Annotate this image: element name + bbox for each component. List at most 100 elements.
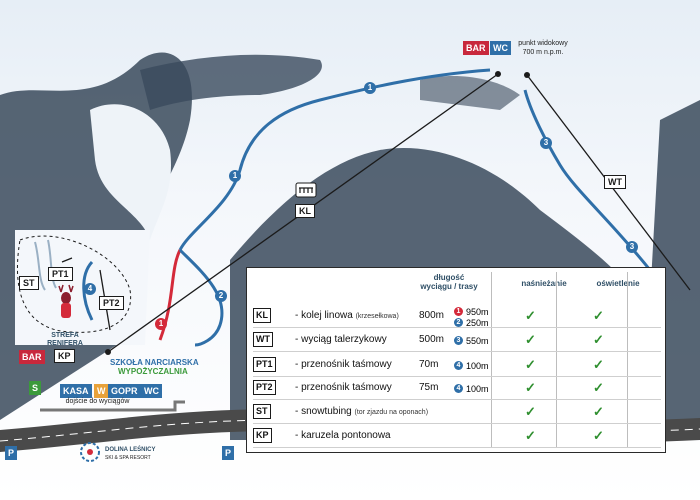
top-wc-badge: WC [490,41,511,55]
kl-code: KL [295,204,315,218]
legend-table: długość wyciągu / trasy naśnieżanie oświ… [246,267,666,453]
deer-icon [58,284,74,318]
w-badge: W [94,384,109,398]
altitude-label: 700 m n.p.m. [522,49,564,56]
resort-logo-icon [80,442,100,462]
zone-label: RENIFERA [47,340,83,347]
forest-top [140,54,322,110]
rental-label: WYPOŻYCZALNIA [118,367,188,376]
lift-name: - przenośnik taśmowy [295,382,392,393]
legend-row-kp: KP - karuzela pontonowa ✓ ✓ [253,426,661,448]
lighting-check-icon: ✓ [593,357,604,372]
lift-name: - karuzela pontonowa [295,430,391,441]
snowmaking-check-icon: ✓ [525,380,536,395]
lift-code: PT2 [253,380,276,395]
zone-boundary [16,235,132,333]
st-code: ST [19,276,39,290]
snowmaking-check-icon: ✓ [525,404,536,419]
viewpoint-label: punkt widokowy [518,40,568,47]
wt-code: WT [604,175,626,189]
lift-code: WT [253,332,273,347]
lift-length: 800m [419,310,445,321]
kp-code: KP [54,349,75,363]
snow-clearing [90,104,171,240]
lighting-check-icon: ✓ [593,332,604,347]
pt1-line [61,257,73,263]
snowmaking-check-icon: ✓ [525,428,536,443]
pt1-code: PT1 [48,267,73,281]
trail-marker-3: 3 [540,137,552,149]
ski-school-label: SZKOŁA NARCIARSKA [110,358,199,367]
trail-1 [178,68,491,251]
legend-row-st: ST - snowtubing (tor zjazdu na oponach) ✓ ✓ [253,402,661,424]
lighting-check-icon: ✓ [593,308,604,323]
lift-name: - przenośnik taśmowy [295,359,392,370]
trail-marker-2: 2 [215,290,227,302]
trail-marker-3: 3 [626,241,638,253]
legend-divider [627,272,628,448]
logo-name: DOLINA LEŚNICY [105,447,156,453]
trail-4 [82,260,94,321]
access-stairs [40,400,185,412]
snowmaking-check-icon: ✓ [525,332,536,347]
trail-number-icon: 3 [454,336,463,345]
trail-2 [178,248,224,347]
trail-length-value: 950m [466,306,489,317]
lift-length: 75m [419,382,439,393]
trail-marker-4: 4 [84,283,96,295]
trail-number-icon: 2 [454,318,463,327]
lighting-check-icon: ✓ [593,404,604,419]
lift-code: PT1 [253,357,276,372]
legend-divider [491,272,492,448]
trail-length-value: 550m [466,335,489,346]
lift-name: - wyciąg talerzykowy [295,334,387,345]
lighting-check-icon: ✓ [593,428,604,443]
legend-header-lighting: oświetlenie [596,279,640,288]
lift-code: KL [253,308,271,323]
parking-right-icon: P [222,446,234,460]
trail-marker-1-red: 1 [155,318,167,330]
lift-code: KP [253,428,272,443]
parking-left-icon: P [5,446,17,460]
trail-length-value: 250m [466,317,489,328]
trail-marker-1: 1 [364,82,376,94]
trail-marker-1: 1 [229,170,241,182]
access-label: dojście do wyciągów [65,398,130,405]
chairlift-icon [295,182,317,198]
trail-3 [523,89,652,271]
pt2-code: PT2 [99,296,124,310]
lighting-check-icon: ✓ [593,380,604,395]
kasa-badge: KASA [60,384,92,398]
zone-label: STREFA [51,332,79,339]
lift-length: 500m [419,334,445,345]
lift-code: ST [253,404,271,419]
gopr-badge: GOPR [108,384,141,398]
base-wc-badge: WC [141,384,162,398]
legend-divider [556,272,557,448]
forest-top-right [420,75,520,110]
lift-length: 70m [419,359,439,370]
top-bar-badge: BAR [463,41,489,55]
legend-header-snowmaking: naśnieżanie [521,279,567,288]
s-badge: S [29,381,42,395]
snowmaking-check-icon: ✓ [525,308,536,323]
snowmaking-check-icon: ✓ [525,357,536,372]
trail-length-value: 100m [466,360,489,371]
trail-number-icon: 4 [454,361,463,370]
lift-name: - snowtubing (tor zjazdu na oponach) [295,406,429,417]
logo-sub: SKI & SPA RESORT [105,455,151,461]
lift-name: - kolej linowa (krzesełkowa) [295,310,399,321]
